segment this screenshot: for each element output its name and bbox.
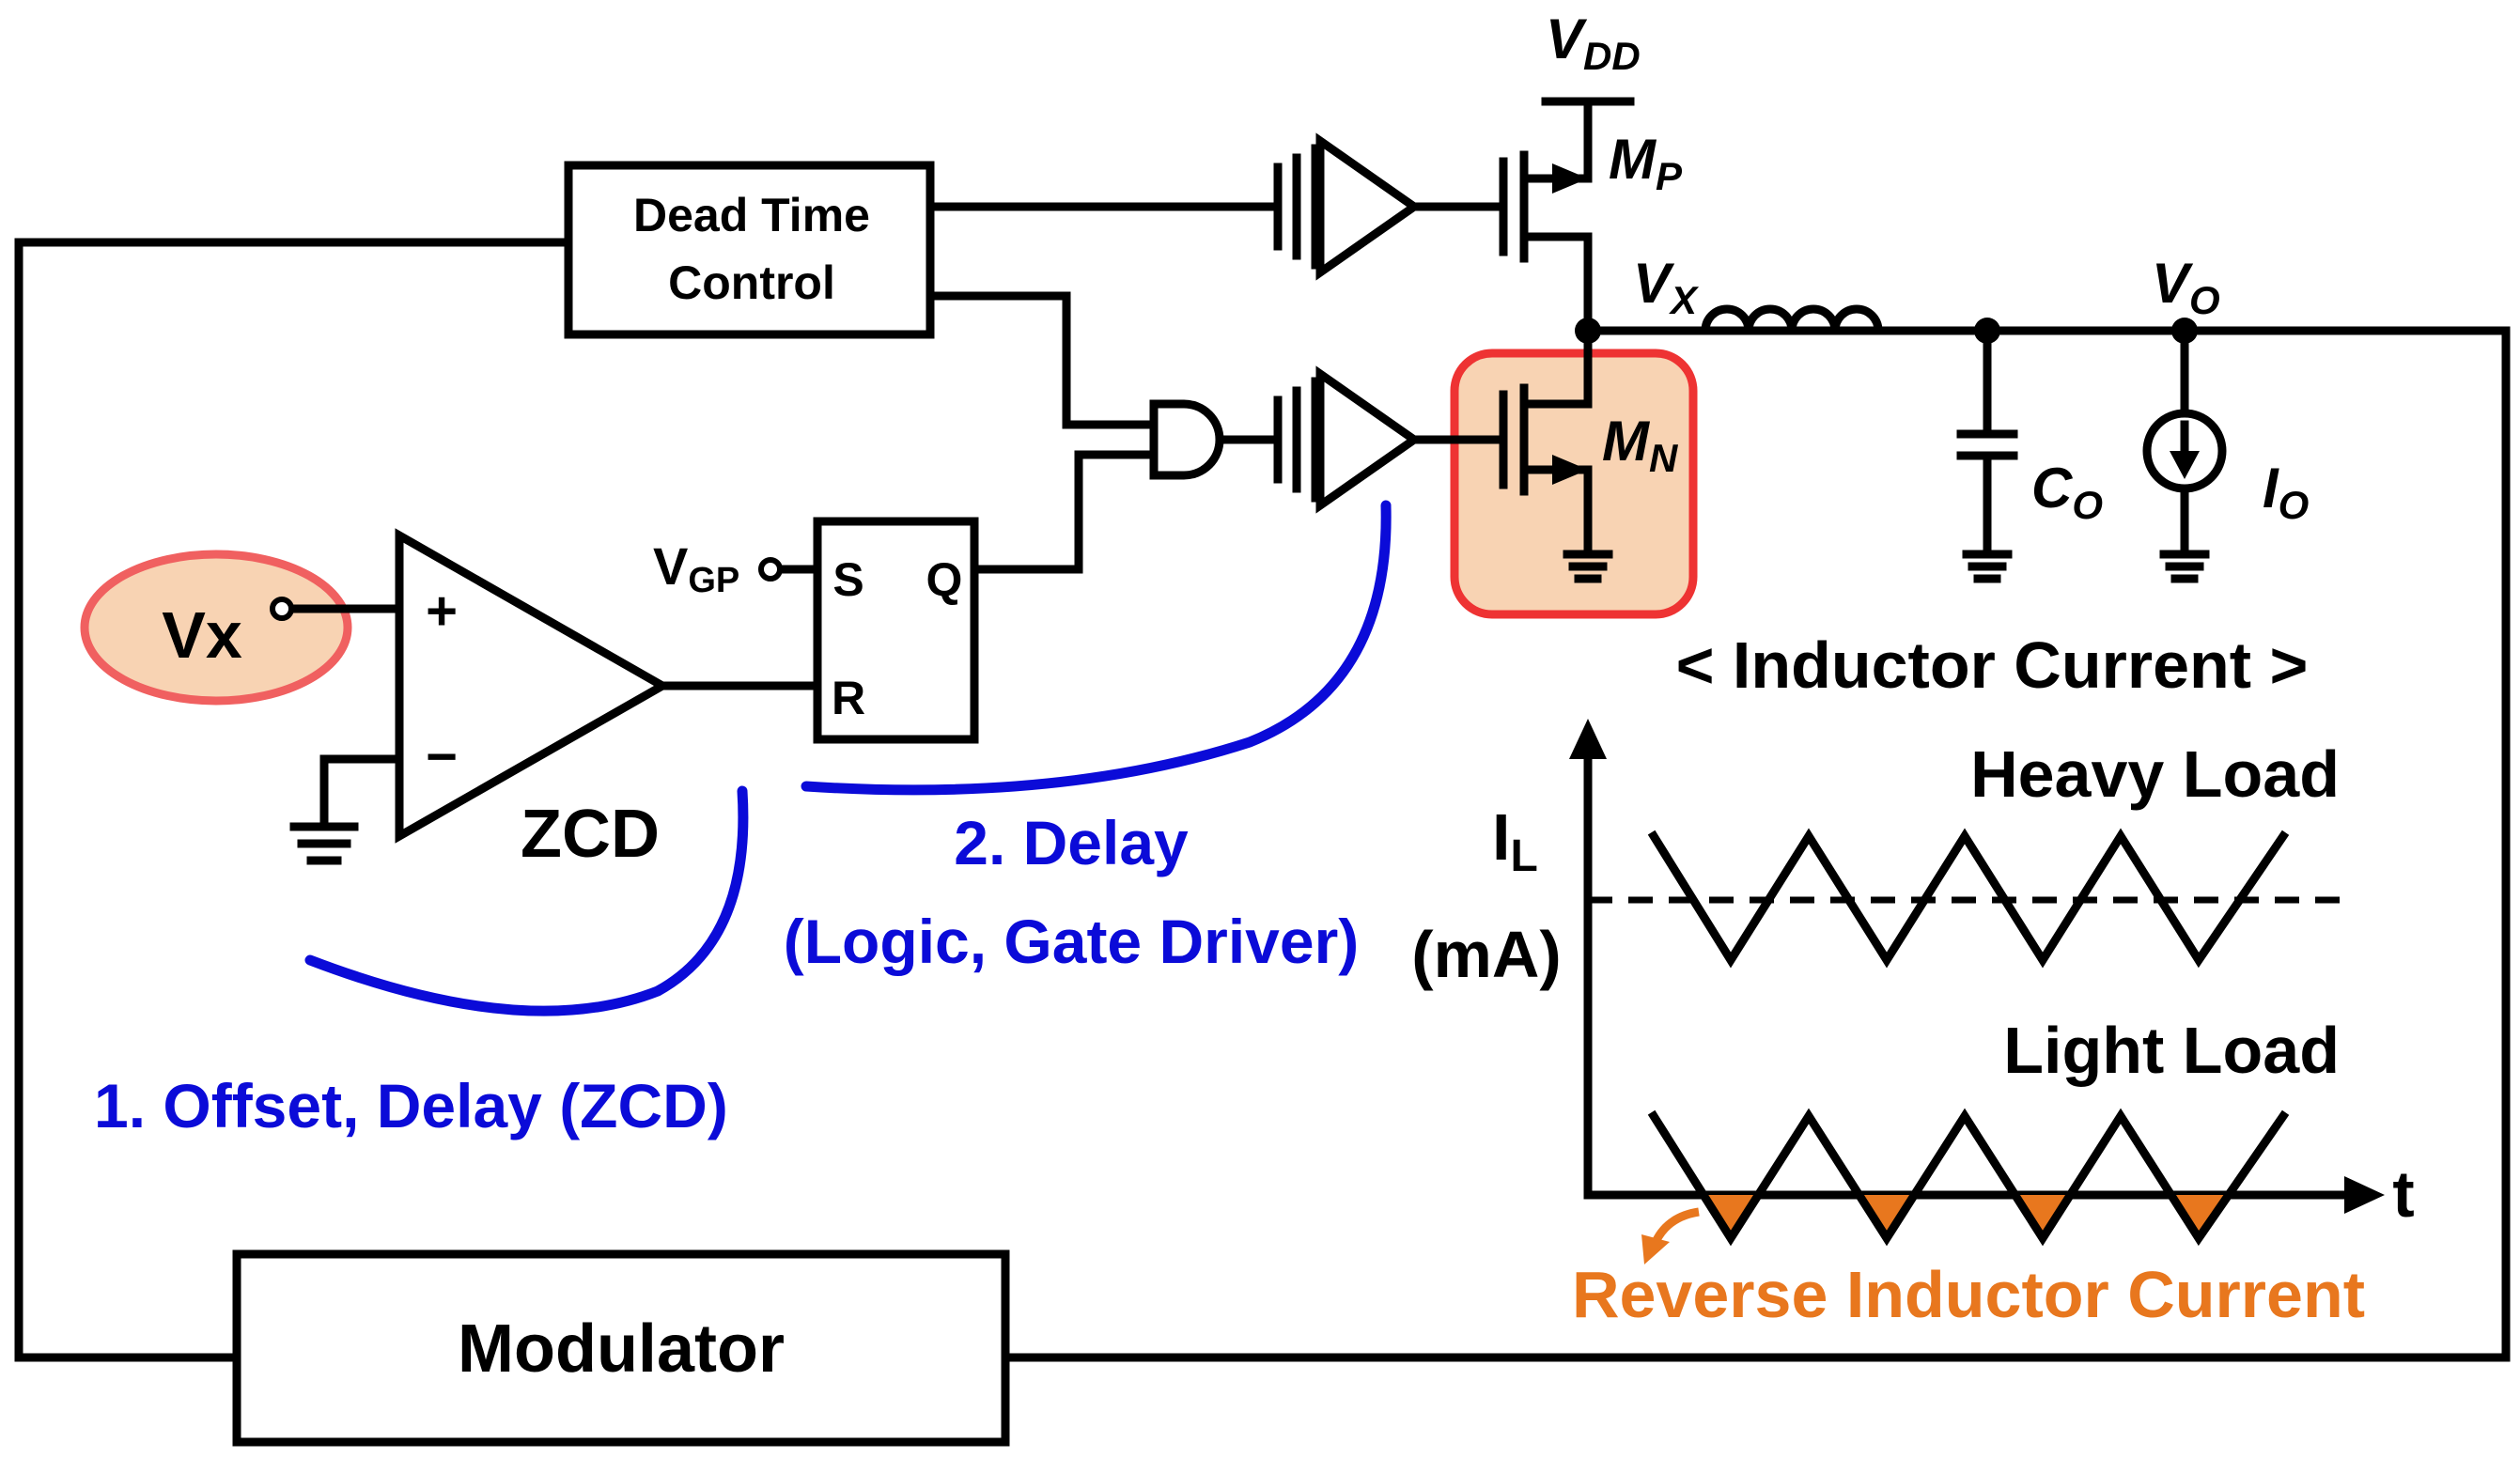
output-capacitor (1956, 326, 2018, 559)
sr-latch (813, 517, 979, 744)
waveform-title: < Inductor Current > (1676, 628, 2309, 702)
zcd-ground-icon (289, 822, 359, 865)
dead-time-label-line1: Dead Time (633, 189, 870, 241)
inductor (1701, 304, 1883, 335)
output-current-source (2142, 326, 2227, 559)
reverse-current-regions (1703, 1195, 2226, 1238)
zcd-comparator (395, 528, 672, 844)
reverse-current-arrow (1651, 1207, 1700, 1245)
modulator-label: Modulator (458, 1311, 785, 1387)
vo-label: VO (2152, 252, 2220, 322)
p-gate-driver (1273, 132, 1422, 281)
mn-highlight-box (1450, 349, 1698, 619)
comparator-minus: − (426, 726, 458, 787)
co-ground-icon (1962, 550, 2013, 583)
comp-minus-ground-wire (319, 754, 404, 831)
y-axis-label: IL (1492, 800, 1538, 881)
light-load-waveform (1647, 1108, 2290, 1247)
zcd-delay-arc (304, 785, 749, 1016)
vx-input-highlight (80, 550, 352, 706)
mn-label: MN (1602, 410, 1679, 480)
mp-label: MP (1609, 128, 1683, 198)
vdd-label: VDD (1546, 8, 1641, 78)
modulator-to-deadtime-wire (14, 238, 573, 1362)
zcd-label: ZCD (521, 797, 660, 872)
vgp-label: VGP (653, 536, 739, 600)
y-axis-arrowhead (1569, 719, 1607, 759)
dead-time-control-block (564, 161, 935, 339)
vx-label: VX (1633, 252, 1700, 322)
delay-annotation-line1: 2. Delay (954, 808, 1189, 877)
x-axis-label: t (2392, 1157, 2414, 1231)
vx-input-terminal (270, 597, 294, 621)
io-ground-icon (2159, 550, 2210, 583)
modulator-block (232, 1249, 1010, 1447)
mp-transistor (1499, 97, 1593, 335)
sr-q-label: Q (926, 553, 963, 606)
x-axis-arrowhead (2344, 1176, 2385, 1214)
reverse-current-label: Reverse Inductor Current (1572, 1258, 2365, 1331)
vgp-terminal (758, 557, 783, 582)
y-axis-unit: (mA) (1411, 918, 1561, 991)
logic-delay-arc (801, 500, 1392, 796)
sr-r-label: R (832, 672, 865, 724)
dead-time-label-line2: Control (668, 256, 835, 309)
offset-delay-annotation: 1. Offset, Delay (ZCD) (94, 1071, 728, 1140)
deadtime-to-and-wire (926, 291, 1159, 429)
light-load-label: Light Load (2003, 1014, 2340, 1087)
vx-input-label: Vx (162, 598, 242, 672)
co-label: CO (2031, 457, 2103, 527)
heavy-load-label: Heavy Load (1970, 737, 2340, 811)
mn-ground-icon (1563, 550, 1613, 583)
reverse-current-arrowhead (1641, 1234, 1670, 1264)
heavy-load-waveform (1647, 828, 2290, 969)
io-label: IO (2263, 457, 2309, 527)
comparator-plus: + (426, 581, 458, 642)
q-to-and-wire (970, 450, 1159, 574)
and-gate (1149, 399, 1224, 480)
n-gate-driver (1273, 365, 1422, 514)
sr-s-label: S (832, 553, 863, 606)
delay-annotation-line2: (Logic, Gate Driver) (784, 907, 1359, 976)
